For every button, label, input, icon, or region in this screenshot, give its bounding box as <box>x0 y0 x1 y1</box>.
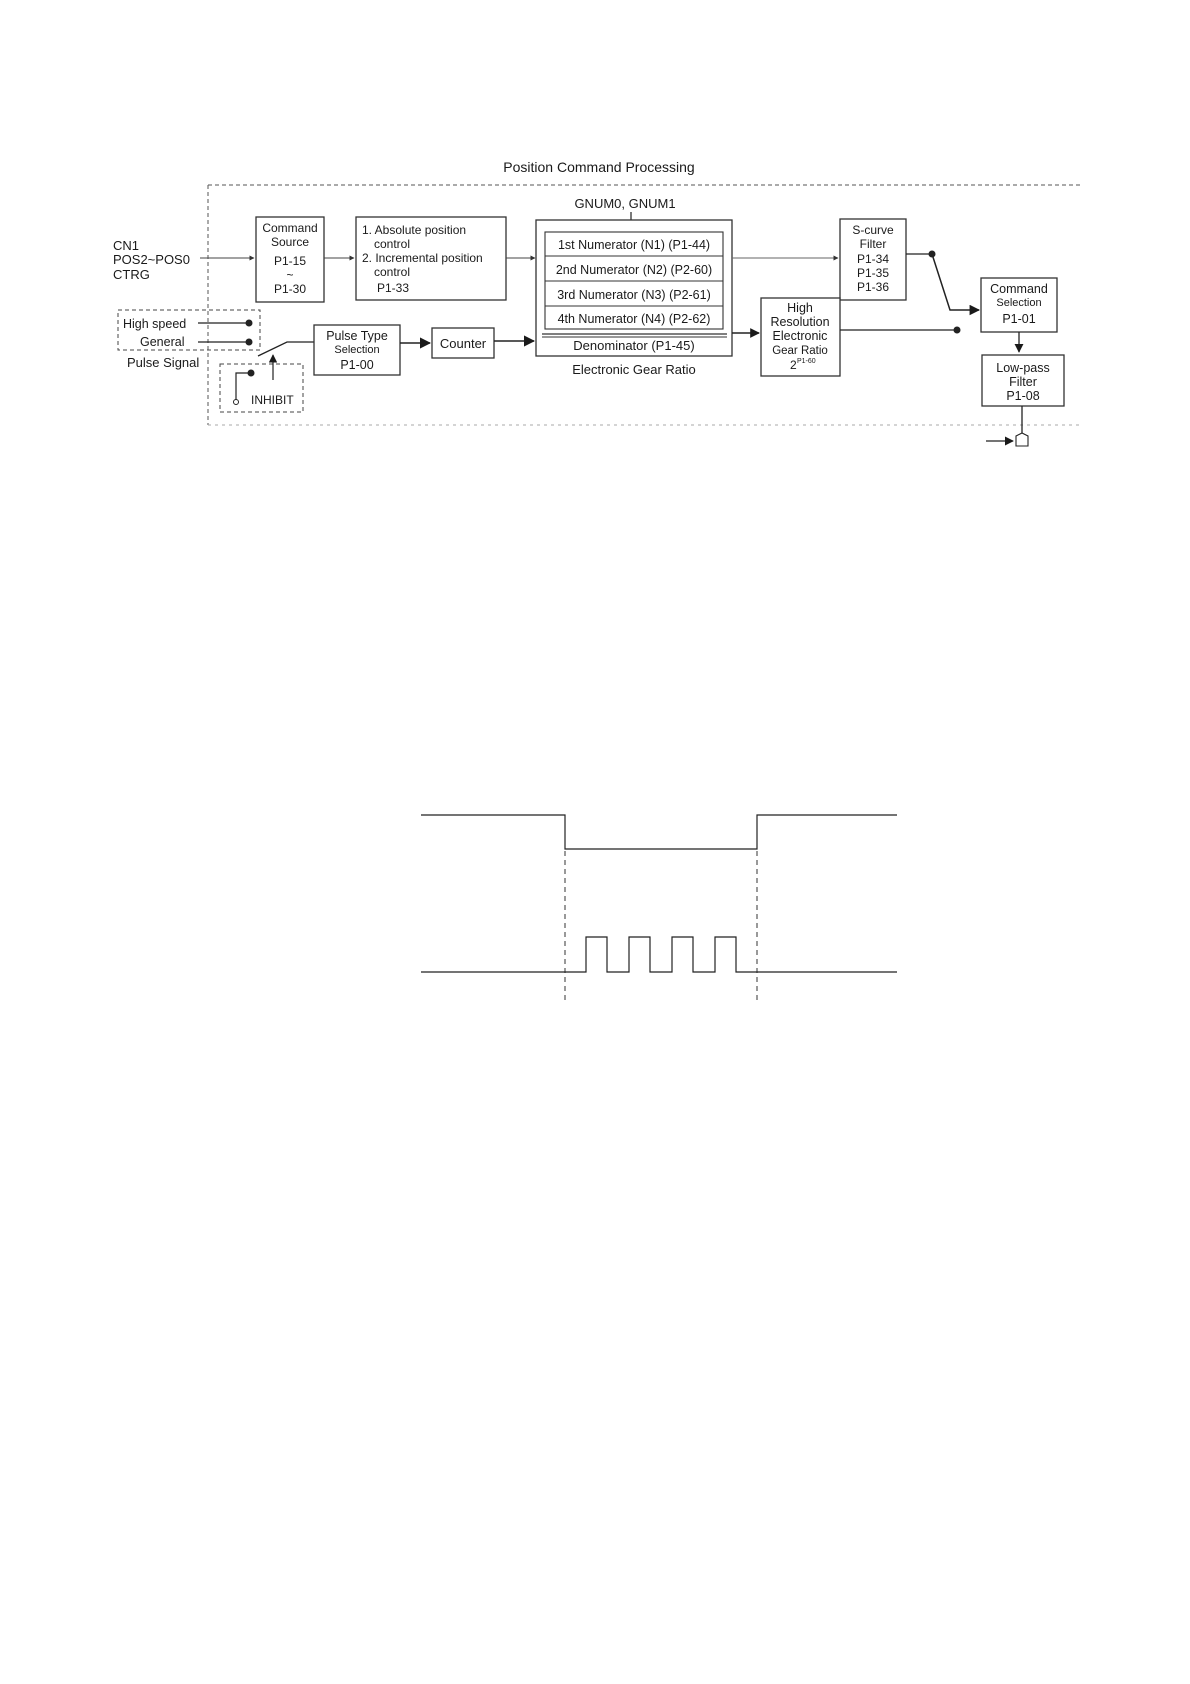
command-selection-subtitle: Selection <box>996 297 1041 309</box>
command-selection-param: P1-01 <box>1002 312 1035 326</box>
scurve-param2: P1-35 <box>857 266 889 280</box>
high-res-gear-box <box>760 297 841 377</box>
gnum-label: GNUM0, GNUM1 <box>574 196 675 211</box>
command-source-range: ~ <box>286 268 293 282</box>
counter-box <box>431 327 495 359</box>
inhibit-timing-diagram <box>421 814 897 1000</box>
cn1-label: CN1 <box>113 238 139 253</box>
pulse-type-subtitle: Selection <box>334 344 379 356</box>
high-res-line2: Resolution <box>770 315 829 329</box>
denominator-label: Denominator (P1-45) <box>573 338 694 353</box>
pos-label: POS2~POS0 <box>113 252 190 267</box>
command-source-param-end: P1-30 <box>274 282 306 296</box>
high-speed-label: High speed <box>123 317 186 331</box>
numerator-n4: 4th Numerator (N4) (P2-62) <box>558 312 711 326</box>
highres-terminal <box>953 326 961 334</box>
general-label: General <box>140 335 184 349</box>
high-res-base: 2 <box>790 358 797 372</box>
output-terminal-icon <box>1015 432 1029 447</box>
pulse-signal-label: Pulse Signal <box>127 355 199 370</box>
position-control-param: P1-33 <box>377 281 409 295</box>
inhibit-group <box>219 363 304 413</box>
command-source-subtitle: Source <box>271 235 309 249</box>
high-res-line4: Gear Ratio <box>772 345 828 357</box>
command-selection-title: Command <box>990 282 1048 296</box>
high-res-exponent: P1-60 <box>797 358 816 365</box>
high-res-line1: High <box>787 301 813 315</box>
lowpass-subtitle: Filter <box>1009 375 1037 389</box>
pulse-type-param: P1-00 <box>340 358 373 372</box>
lowpass-title: Low-pass <box>996 361 1050 375</box>
inhibit-label: INHIBIT <box>251 393 294 407</box>
inhibit-switch-arm <box>257 341 314 357</box>
high-res-line3: Electronic <box>773 329 828 343</box>
position-control-item1b: control <box>374 237 410 251</box>
inhibit-signal-waveform <box>421 814 897 850</box>
high-speed-terminal <box>245 319 253 327</box>
counter-label: Counter <box>440 336 487 351</box>
command-source-title: Command <box>262 221 317 235</box>
numerator-n1: 1st Numerator (N1) (P1-44) <box>558 238 710 252</box>
gear-ratio-caption: Electronic Gear Ratio <box>572 362 696 377</box>
inhibit-input-terminal <box>233 399 239 405</box>
scurve-param1: P1-34 <box>857 252 889 266</box>
general-terminal <box>245 338 253 346</box>
command-selection-box <box>980 277 1058 333</box>
position-control-item2: 2. Incremental position <box>362 251 483 265</box>
position-control-item2b: control <box>374 265 410 279</box>
position-control-item1: 1. Absolute position <box>362 223 466 237</box>
pulse-input-group <box>117 309 261 351</box>
scurve-title: S-curve <box>852 223 894 237</box>
numerator-n2: 2nd Numerator (N2) (P2-60) <box>556 263 712 277</box>
lowpass-param: P1-08 <box>1006 389 1039 403</box>
pulse-type-box <box>313 324 401 376</box>
numerator-n3: 3rd Numerator (N3) (P2-61) <box>557 288 711 302</box>
command-selection-switch <box>931 253 981 316</box>
diagram-title: Position Command Processing <box>503 159 694 175</box>
scurve-filter-box <box>839 218 907 301</box>
pulse-train-waveform <box>421 936 897 973</box>
scurve-param3: P1-36 <box>857 280 889 294</box>
position-command-diagram: Position Command Processing CN1 POS2~POS… <box>113 159 1080 447</box>
command-source-param-start: P1-15 <box>274 254 306 268</box>
scurve-subtitle: Filter <box>860 237 887 251</box>
pulse-type-title: Pulse Type <box>326 329 388 343</box>
command-source-box <box>255 216 325 303</box>
ctrg-label: CTRG <box>113 267 150 282</box>
lowpass-filter-box <box>981 354 1065 407</box>
